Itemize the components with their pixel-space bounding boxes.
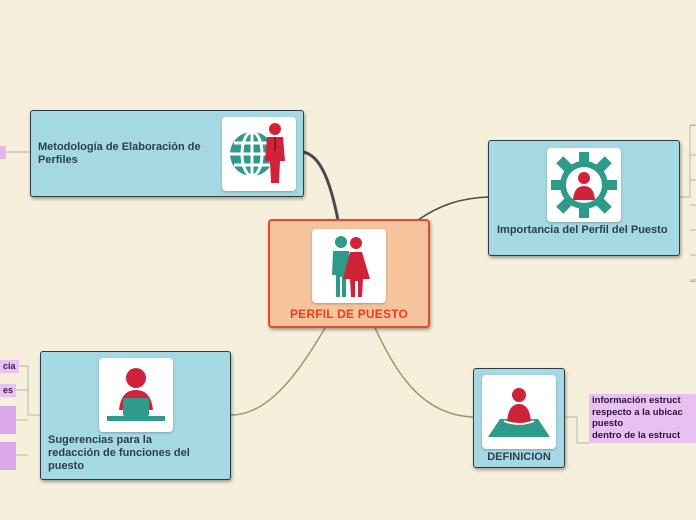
node-metodologia[interactable]: Metodología de Elaboración de Perfiles: [30, 110, 304, 197]
left-fragment-2[interactable]: es: [0, 384, 17, 397]
link-sugerencias: [230, 327, 326, 416]
desk-worker-icon: [99, 358, 173, 432]
gear-person-icon: [547, 148, 621, 222]
meeting-person-icon: [482, 375, 556, 449]
importancia-label: Importancia del Perfil del Puesto: [497, 224, 668, 236]
sugerencias-label: Sugerencias para la redacción de funcion…: [48, 434, 190, 472]
central-node[interactable]: PERFIL DE PUESTO: [268, 219, 430, 328]
metodologia-label: Metodología de Elaboración de Perfiles: [38, 141, 201, 166]
definicion-note[interactable]: información estruct respecto a la ubicac…: [589, 394, 696, 443]
node-importancia[interactable]: Importancia del Perfil del Puesto: [488, 140, 680, 256]
link-sugerencias-left: [16, 365, 40, 456]
right-branch-lines: [690, 125, 696, 282]
couple-icon: [312, 229, 386, 303]
node-definicion[interactable]: DEFINICION: [473, 368, 565, 468]
link-importancia-right: [680, 124, 696, 281]
central-label: PERFIL DE PUESTO: [289, 307, 409, 321]
left-fragment-1[interactable]: cia: [0, 360, 19, 373]
left-stub-3[interactable]: [0, 406, 16, 434]
left-stub-4[interactable]: [0, 442, 16, 470]
definicion-label: DEFINICION: [487, 451, 551, 463]
link-definicion: [374, 327, 474, 418]
link-importancia: [417, 196, 490, 221]
left-stub-top[interactable]: [0, 146, 6, 159]
globe-person-icon: [222, 117, 296, 191]
link-metodologia: [302, 150, 340, 221]
link-definicion-note: [565, 416, 589, 444]
node-sugerencias[interactable]: Sugerencias para la redacción de funcion…: [40, 351, 231, 480]
